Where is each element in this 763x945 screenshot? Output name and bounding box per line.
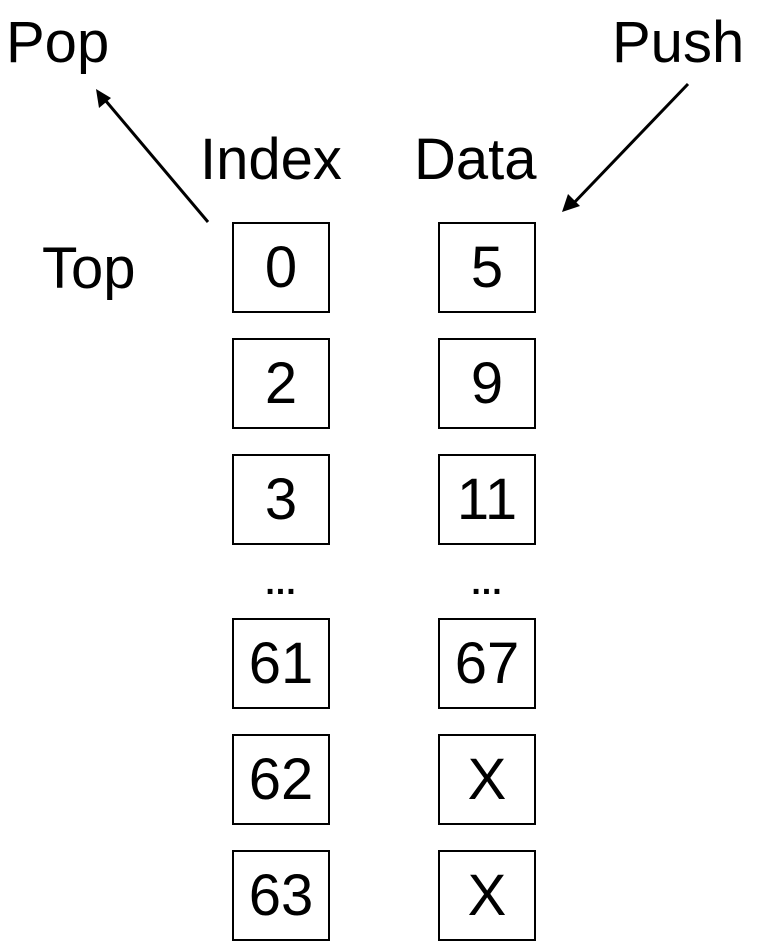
data-cell: 5 [438, 222, 536, 313]
pop-arrow [98, 93, 210, 223]
data-cell: 9 [438, 338, 536, 429]
index-cell: 61 [232, 618, 330, 709]
index-ellipsis: ... [265, 563, 297, 602]
data-cell: 67 [438, 618, 536, 709]
data-cell: 11 [438, 454, 536, 545]
index-column-header: Index [200, 127, 342, 192]
index-cell: 2 [232, 338, 330, 429]
index-cell: 63 [232, 850, 330, 941]
index-cell: 3 [232, 454, 330, 545]
data-cell: X [438, 734, 536, 825]
index-cell: 0 [232, 222, 330, 313]
index-cell: 62 [232, 734, 330, 825]
top-pointer-label: Top [42, 236, 136, 301]
data-cell: X [438, 850, 536, 941]
push-arrow [568, 82, 690, 209]
push-label: Push [612, 10, 745, 75]
data-column-header: Data [414, 127, 537, 192]
pop-arrowhead [96, 89, 111, 108]
pop-label: Pop [6, 10, 110, 75]
push-arrowhead [562, 194, 580, 212]
data-ellipsis: ... [471, 563, 503, 602]
